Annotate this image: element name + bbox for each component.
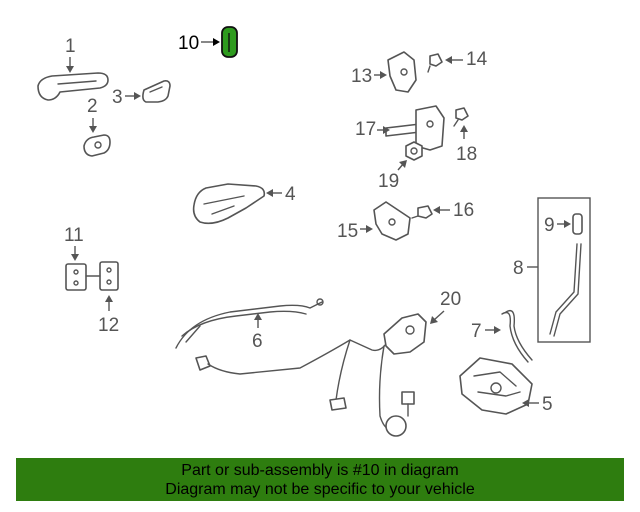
leader-9-arrow (564, 220, 571, 228)
callout-3[interactable]: 3 (112, 87, 123, 108)
callout-5[interactable]: 5 (542, 394, 553, 415)
leader-15-arrow (366, 225, 373, 233)
part-15-hinge-bracket[interactable] (373, 201, 411, 241)
leader-7-arrow (494, 326, 501, 334)
part-1-outer-handle[interactable] (37, 72, 109, 101)
leader-12-arrow (105, 295, 113, 302)
callout-2[interactable]: 2 (87, 96, 98, 117)
banner-line-disclaimer: Diagram may not be specific to your vehi… (165, 481, 475, 498)
leader-14-arrow (445, 56, 452, 64)
part-11-hinge-upper[interactable] (65, 263, 87, 291)
leader-11-arrow (71, 254, 79, 261)
part-20-wiring-harness[interactable] (195, 313, 427, 437)
callout-8[interactable]: 8 (513, 258, 524, 279)
part-18-bolt[interactable] (453, 107, 469, 127)
part-16-bolt[interactable] (411, 205, 433, 219)
callout-20[interactable]: 20 (440, 289, 461, 310)
leader-1-arrow (66, 66, 74, 73)
part-13-hinge-bracket[interactable] (387, 51, 417, 93)
part-19-nut[interactable] (405, 141, 423, 161)
leader-17-arrow (383, 126, 390, 134)
part-12-hinge-lower[interactable] (85, 261, 119, 291)
part-10-highlighted[interactable] (221, 26, 238, 58)
part-4-reinforcement[interactable] (192, 183, 266, 225)
callout-9[interactable]: 9 (544, 215, 555, 236)
callout-1[interactable]: 1 (65, 36, 76, 57)
info-banner: Part or sub-assembly is #10 in diagram D… (16, 458, 624, 501)
callout-12[interactable]: 12 (98, 315, 119, 336)
callout-19[interactable]: 19 (378, 171, 399, 192)
callout-18[interactable]: 18 (456, 144, 477, 165)
callout-15[interactable]: 15 (337, 221, 358, 242)
part-9-rod-clip[interactable] (572, 213, 583, 235)
leader-13-arrow (380, 71, 387, 79)
callout-10[interactable]: 10 (178, 33, 199, 54)
part-7-lock-rod[interactable] (501, 309, 533, 363)
callout-6[interactable]: 6 (252, 331, 263, 352)
callout-13[interactable]: 13 (351, 66, 372, 87)
parts-diagram: 10 1 3 2 4 11 (37, 26, 591, 437)
leader-19-arrow (399, 160, 407, 168)
leader-16-arrow (433, 206, 440, 214)
leader-6-arrow (254, 313, 262, 320)
leader-4-arrow (266, 189, 273, 197)
callout-11[interactable]: 11 (64, 225, 84, 246)
leader-18-arrow (460, 125, 468, 132)
leader-20 (433, 310, 445, 321)
callout-7[interactable]: 7 (471, 321, 482, 342)
part-2-handle-bracket[interactable] (83, 134, 111, 157)
leader-2-arrow (89, 126, 97, 133)
part-14-bolt[interactable] (427, 53, 443, 73)
banner-line-part: Part or sub-assembly is #10 in diagram (181, 462, 459, 479)
part-8-lock-rod-box[interactable] (537, 197, 591, 343)
leader-20-arrow (430, 316, 438, 324)
leader-10-arrow (213, 38, 220, 46)
part-6-cable[interactable] (175, 298, 324, 349)
leader-3-arrow (134, 92, 141, 100)
part-3-handle-cover[interactable] (142, 80, 171, 103)
callout-4[interactable]: 4 (285, 184, 296, 205)
part-17-door-check[interactable] (385, 105, 445, 151)
callout-14[interactable]: 14 (466, 49, 488, 70)
callout-16[interactable]: 16 (453, 200, 474, 221)
part-5-door-latch[interactable] (459, 357, 533, 415)
leader-5-arrow (522, 399, 529, 407)
callout-17[interactable]: 17 (355, 119, 376, 140)
